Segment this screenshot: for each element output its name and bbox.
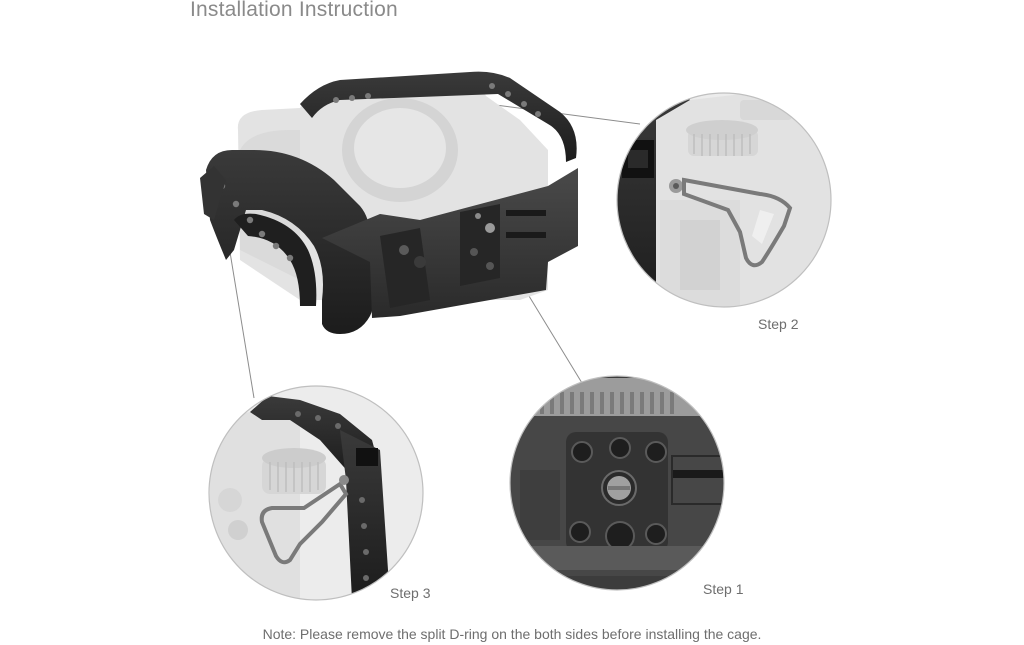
step-2-label: Step 2 — [758, 316, 799, 332]
step-1-detail — [509, 375, 725, 591]
page-title: Installation Instruction — [190, 0, 398, 21]
step-2-detail — [616, 92, 832, 308]
camera-cage-product — [200, 71, 578, 334]
installation-note: Note: Please remove the split D-ring on … — [262, 626, 762, 642]
step-1-label: Step 1 — [703, 581, 744, 597]
step-3-label: Step 3 — [390, 585, 431, 601]
step-3-detail — [208, 385, 424, 601]
